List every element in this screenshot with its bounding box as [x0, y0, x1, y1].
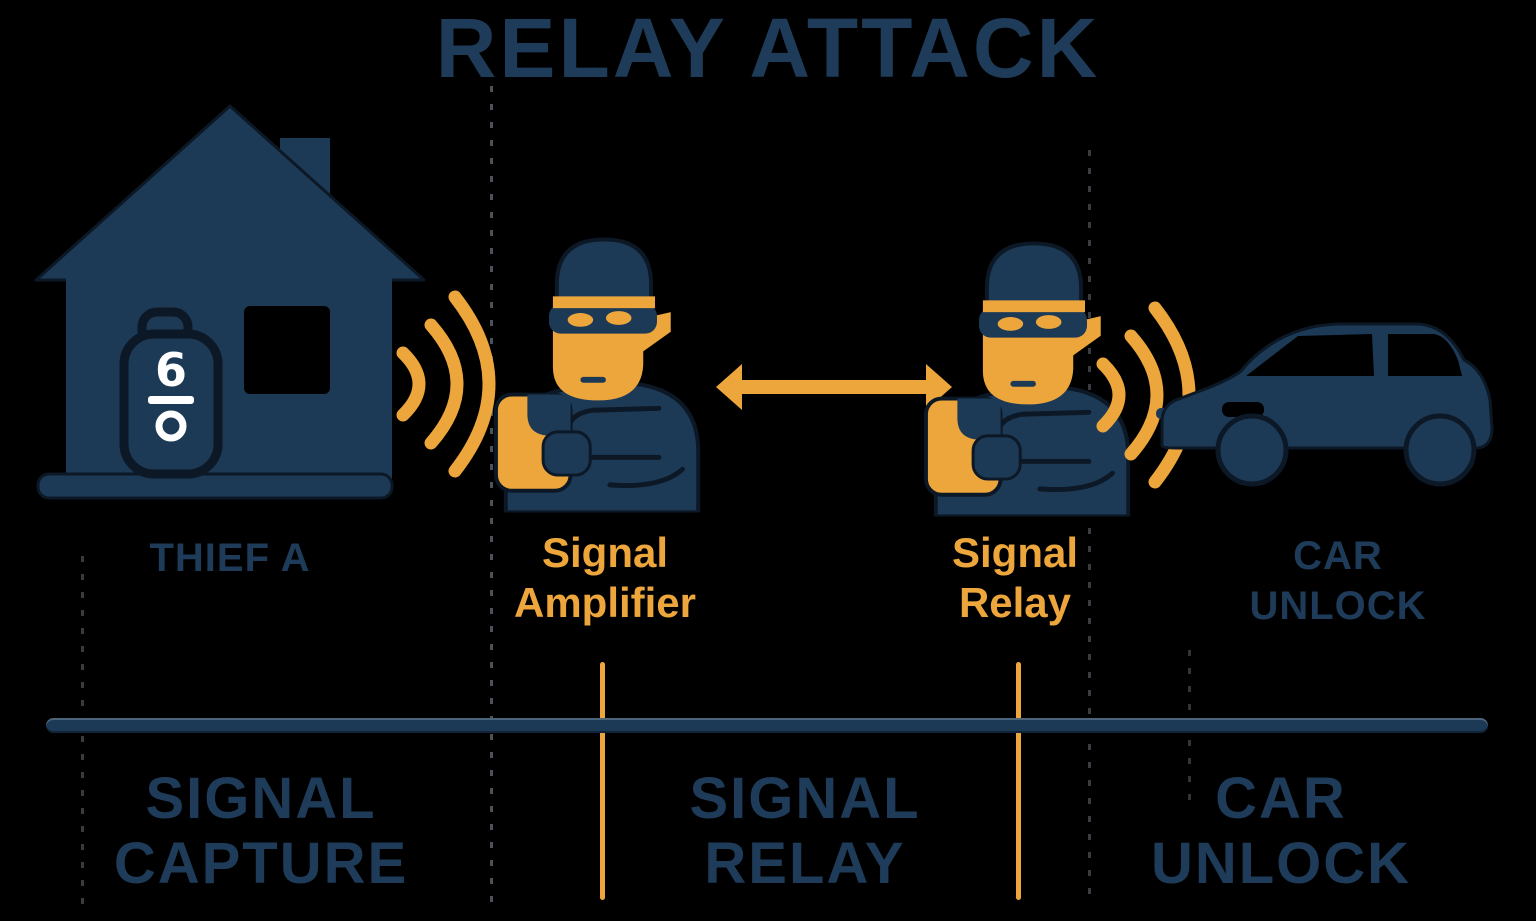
car-icon [1156, 322, 1494, 487]
key-fob-digit: 6 [155, 343, 187, 397]
stage-signal-relay-line1: SIGNAL [689, 766, 921, 831]
signal-amplifier-label-line2: Amplifier [513, 579, 697, 626]
signal-relay-label-line1: Signal [951, 529, 1079, 576]
stage-signal-capture-label: SIGNAL CAPTURE [41, 766, 481, 896]
section-divider-right [1088, 150, 1091, 906]
stage-car-unlock-line1: CAR [1215, 766, 1347, 831]
timeline-tick-2 [1016, 662, 1021, 900]
rear-window [1388, 334, 1462, 376]
stage-signal-capture-line1: SIGNAL [145, 766, 377, 831]
roof [34, 104, 426, 282]
page-title: RELAY ATTACK [435, 1, 1101, 95]
stage-car-unlock-label: CAR UNLOCK [1061, 766, 1501, 896]
key-fob-icon: 6 [119, 307, 223, 479]
double-arrow-icon [716, 364, 952, 410]
thief-amplifier-icon [494, 226, 710, 514]
car-unlock-label-line1: CAR [1293, 534, 1383, 578]
signal-relay-label: Signal Relay [870, 528, 1160, 628]
rear-wheel [1403, 413, 1477, 487]
signal-waves-house-icon [391, 289, 501, 479]
signal-amplifier-label-line1: Signal [541, 529, 669, 576]
stage-signal-relay-label: SIGNAL RELAY [585, 766, 1025, 896]
key-fob-bar [148, 396, 194, 404]
key-fob-button [155, 410, 187, 442]
stage-signal-capture-line2: CAPTURE [113, 831, 409, 896]
signal-relay-label-line2: Relay [958, 579, 1072, 626]
thief-a-label: THIEF A [149, 536, 311, 580]
section-divider-left [490, 86, 493, 906]
timeline-tick-1 [600, 662, 605, 900]
door-handle [1222, 402, 1264, 417]
stage-signal-relay-line2: RELAY [704, 831, 906, 896]
car-unlock-label: CAR UNLOCK [1193, 531, 1483, 631]
signal-amplifier-label: Signal Amplifier [460, 528, 750, 628]
front-wheel [1215, 413, 1289, 487]
car-unlock-label-line2: UNLOCK [1249, 584, 1427, 628]
house-icon: 6 [34, 104, 426, 500]
timeline-bar [46, 718, 1488, 733]
front-window [1246, 334, 1374, 376]
stage-car-unlock-line2: UNLOCK [1150, 831, 1412, 896]
house-body [66, 274, 392, 492]
house-base [36, 472, 394, 500]
window [244, 306, 330, 394]
